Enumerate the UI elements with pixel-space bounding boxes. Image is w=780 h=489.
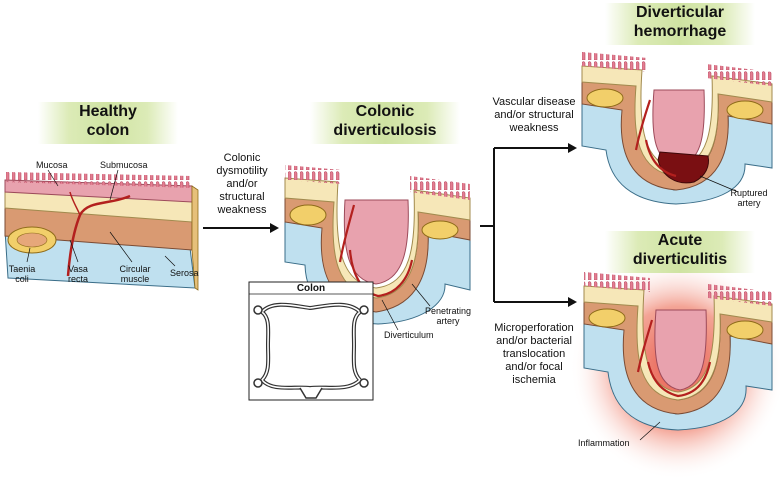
label-diverticulum: Diverticulum [384, 330, 434, 340]
label-mucosa: Mucosa [36, 160, 68, 170]
label-serosa: Serosa [170, 268, 199, 278]
penetrating-artery-vessel [338, 204, 414, 298]
cause3-line: Microperforation [494, 322, 574, 334]
label-penetrating-line: Penetrating [424, 306, 472, 316]
label-penetrating-artery: Penetrating artery [418, 306, 478, 326]
label-inflammation: Inflammation [578, 438, 630, 448]
cause1-line: Colonic [223, 152, 261, 164]
colon-outline-shape [259, 302, 364, 391]
cause3-line: and/or bacterial [496, 335, 572, 347]
label-vasa-recta: Vasa recta [60, 264, 96, 284]
label-circular-line: muscle [120, 274, 150, 284]
heading-diverticulosis-line1: Colonic [355, 103, 415, 120]
cause2-line: Vascular disease [492, 96, 576, 108]
cause1-line: weakness [217, 204, 267, 216]
cause1-line: and/or [226, 178, 258, 190]
label-ruptured-line: Ruptured [730, 188, 768, 198]
branch-arrows [480, 143, 577, 307]
label-penetrating-line: artery [436, 316, 460, 326]
arrow-cause-vascular: Vascular disease and/or structural weakn… [482, 96, 586, 135]
heading-hemorrhage-line1: Diverticular [635, 4, 725, 21]
diverticulosis-leader-lines [381, 283, 431, 331]
cause3-line: translocation [502, 348, 566, 360]
healthy-colon-illustration [4, 172, 199, 291]
inflammation-leader-line [639, 421, 661, 441]
label-ruptured-line: artery [737, 198, 761, 208]
label-taenia-line: coli [15, 274, 29, 284]
colon-inset [248, 281, 374, 401]
label-circular-line: Circular [119, 264, 151, 274]
heading-diverticular-hemorrhage: Diverticular hemorrhage [605, 3, 755, 45]
label-submucosa: Submucosa [100, 160, 148, 170]
cause3-line: ischemia [512, 374, 556, 386]
cause1-line: dysmotility [216, 165, 268, 177]
healthy-leader-lines [26, 169, 176, 267]
heading-hemorrhage-line2: hemorrhage [633, 23, 727, 40]
arrow-healthy-to-diverticulosis [203, 223, 279, 233]
label-taenia-coli: Taenia coli [2, 264, 42, 284]
label-vasa-line: Vasa [68, 264, 88, 274]
ruptured-leader-line [699, 175, 739, 193]
heading-healthy-line1: Healthy [79, 103, 137, 120]
heading-healthy-line2: colon [86, 122, 130, 139]
heading-diverticulitis-line2: diverticulitis [632, 251, 728, 268]
heading-healthy-colon: Healthy colon [38, 102, 178, 144]
label-vasa-line: recta [67, 274, 88, 284]
cause2-line: and/or structural [494, 109, 574, 121]
heading-diverticulosis-line2: diverticulosis [333, 122, 437, 139]
heading-diverticulitis-line1: Acute [657, 232, 703, 249]
inset-title: Colon [296, 283, 326, 294]
arrow-cause-dysmotility: Colonic dysmotility and/or structural we… [204, 152, 280, 217]
cause2-line: weakness [509, 122, 559, 134]
hemorrhage-illustration [581, 52, 773, 205]
heading-acute-diverticulitis: Acute diverticulitis [605, 231, 755, 273]
label-taenia-line: Taenia [8, 264, 36, 274]
heading-colonic-diverticulosis: Colonic diverticulosis [310, 102, 460, 144]
diverticulitis-illustration [570, 256, 780, 480]
label-ruptured-artery: Ruptured artery [722, 188, 776, 208]
cause3-line: and/or focal [505, 361, 563, 373]
arrow-cause-microperforation: Microperforation and/or bacterial transl… [482, 322, 586, 387]
cause1-line: structural [219, 191, 265, 203]
label-circular-muscle: Circular muscle [110, 264, 160, 284]
